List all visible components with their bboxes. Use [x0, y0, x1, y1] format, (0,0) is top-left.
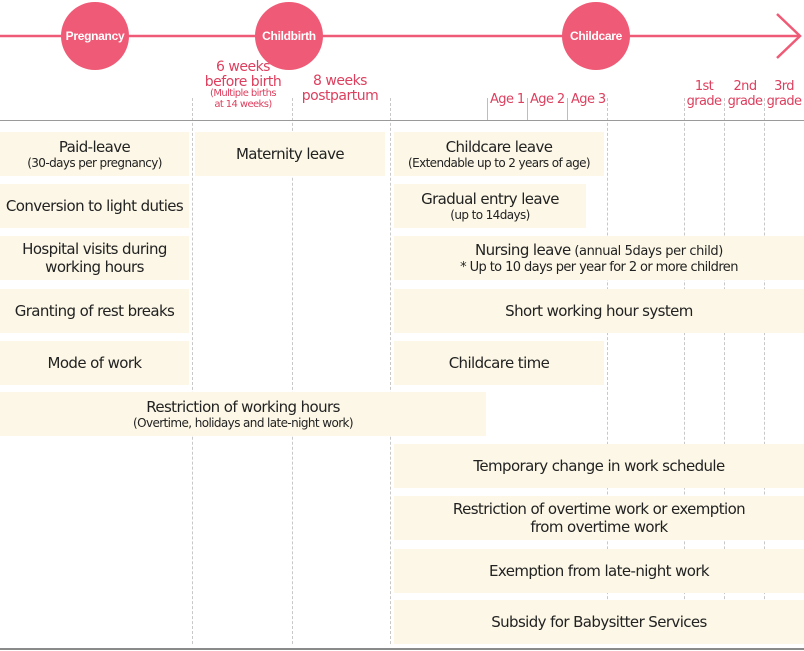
box-gradual-entry: Gradual entry leave (up to 14days): [394, 184, 586, 228]
childcare-time-title: Childcare time: [448, 354, 550, 372]
gridline-pregnancy-end: [192, 98, 193, 644]
mark-before-birth-line1: 6 weeks: [216, 59, 270, 75]
grade-2-label: 2nd grade: [725, 79, 765, 110]
age-2-label: Age 2: [530, 92, 565, 107]
gridline-grade-3: [764, 98, 765, 644]
box-mode-of-work: Mode of work: [0, 341, 189, 385]
grade-3-word: grade: [766, 93, 802, 109]
box-nursing-leave: Nursing leave (annual 5days per child) *…: [394, 236, 804, 280]
grade-2-word: grade: [727, 93, 763, 109]
grade-1-word: grade: [686, 93, 722, 109]
gridline-grade-2: [724, 98, 725, 644]
light-duties-title: Conversion to light duties: [5, 197, 184, 215]
grade-3-num: 3rd: [774, 79, 794, 94]
mark-before-birth-note1: (Multiple births: [210, 88, 277, 100]
gridline-postpartum: [390, 98, 391, 644]
mark-before-birth-note2: at 14 weeks): [214, 98, 272, 110]
box-late-night: Exemption from late-night work: [394, 549, 804, 593]
mark-before-birth-line2: before birth: [204, 73, 282, 90]
box-restriction-hours: Restriction of working hours (Overtime, …: [0, 392, 486, 436]
late-night-title: Exemption from late-night work: [489, 562, 710, 580]
gradual-entry-note: (up to 14days): [450, 207, 530, 222]
stage-childbirth-label: Childbirth: [262, 29, 316, 43]
childcare-leave-title: Childcare leave: [445, 137, 553, 156]
tick-age-1: [487, 98, 488, 120]
overtime-exemption-title-2: from overtime work: [530, 518, 668, 536]
timeline-arrow: Pregnancy Childbirth Childcare: [0, 2, 802, 70]
hospital-visits-title-1: Hospital visits during: [22, 240, 167, 258]
hospital-visits-title-2: working hours: [45, 258, 144, 276]
box-hospital-visits: Hospital visits during working hours: [0, 236, 189, 280]
restriction-hours-title: Restriction of working hours: [146, 397, 340, 416]
paid-leave-title: Paid-leave: [58, 137, 131, 156]
stage-childbirth: Childbirth: [255, 2, 323, 70]
rest-breaks-title: Granting of rest breaks: [14, 302, 175, 320]
bottom-divider: [0, 648, 804, 650]
grade-3-label: 3rd grade: [764, 79, 804, 110]
box-rest-breaks: Granting of rest breaks: [0, 289, 189, 333]
box-babysitter: Subsidy for Babysitter Services: [394, 600, 804, 644]
grade-1-label: 1st grade: [684, 79, 724, 110]
gridline-age-3: [607, 98, 608, 644]
overtime-exemption-title-1: Restriction of overtime work or exemptio…: [452, 500, 746, 518]
box-childcare-time: Childcare time: [394, 341, 604, 385]
stage-pregnancy: Pregnancy: [61, 2, 129, 70]
tick-age-3: [567, 98, 568, 120]
mark-postpartum-line1: 8 weeks: [313, 73, 367, 89]
gridline-birth: [292, 98, 293, 644]
childcare-leave-note: (Extendable up to 2 years of age): [408, 155, 591, 170]
box-childcare-leave: Childcare leave (Extendable up to 2 year…: [394, 132, 604, 176]
short-hours-title: Short working hour system: [505, 302, 693, 320]
stage-childcare-label: Childcare: [570, 29, 623, 43]
temp-change-title: Temporary change in work schedule: [473, 457, 725, 475]
grade-1-num: 1st: [694, 79, 714, 94]
mark-postpartum: 8 weeks postpartum: [294, 74, 386, 103]
box-paid-leave: Paid-leave (30-days per pregnancy): [0, 132, 189, 176]
nursing-leave-title: Nursing leave: [475, 240, 571, 259]
header-divider: [0, 120, 804, 121]
gridline-grade-1: [684, 98, 685, 644]
grade-2-num: 2nd: [733, 79, 758, 94]
box-short-hours: Short working hour system: [394, 289, 804, 333]
mode-of-work-title: Mode of work: [47, 354, 143, 372]
tick-age-2: [527, 98, 528, 120]
age-3-label: Age 3: [571, 92, 606, 107]
nursing-leave-line: Nursing leave (annual 5days per child): [475, 241, 723, 260]
stage-pregnancy-label: Pregnancy: [66, 29, 125, 43]
nursing-leave-inline-note: (annual 5days per child): [570, 243, 723, 259]
box-maternity-leave: Maternity leave: [195, 132, 385, 176]
restriction-hours-note: (Overtime, holidays and late-night work): [133, 415, 354, 430]
box-overtime-exemption: Restriction of overtime work or exemptio…: [394, 496, 804, 540]
gradual-entry-title: Gradual entry leave: [421, 189, 559, 208]
box-light-duties: Conversion to light duties: [0, 184, 189, 228]
babysitter-title: Subsidy for Babysitter Services: [491, 613, 707, 631]
maternity-leave-title: Maternity leave: [235, 145, 345, 163]
mark-before-birth: 6 weeks before birth (Multiple births at…: [196, 60, 290, 110]
paid-leave-note: (30-days per pregnancy): [27, 155, 162, 170]
mark-postpartum-line2: postpartum: [301, 87, 379, 104]
age-1-label: Age 1: [490, 92, 525, 107]
nursing-leave-note: * Up to 10 days per year for 2 or more c…: [460, 259, 738, 275]
box-temp-change: Temporary change in work schedule: [394, 444, 804, 488]
stage-childcare: Childcare: [562, 2, 630, 70]
